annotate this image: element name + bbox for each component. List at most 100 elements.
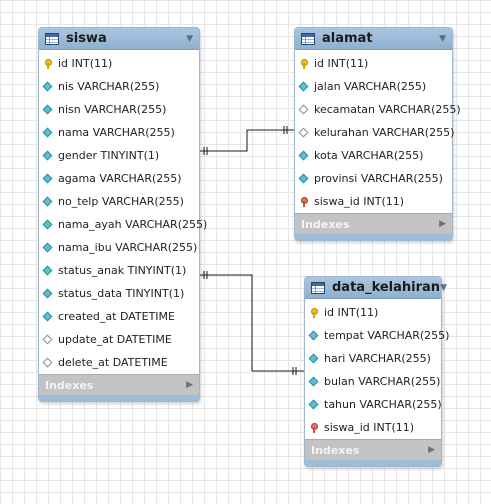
column-row[interactable]: id INT(11) bbox=[295, 52, 452, 75]
column-list: id INT(11) nis VARCHAR(255) nisn VARCHAR(2… bbox=[39, 50, 207, 374]
column-row[interactable]: update_at DATETIME bbox=[39, 328, 199, 351]
column-list: id INT(11) jalan VARCHAR(255) kecamatan VA… bbox=[295, 50, 461, 213]
column-row[interactable]: delete_at DATETIME bbox=[39, 351, 199, 374]
foreign-key-icon bbox=[299, 197, 308, 207]
table-header[interactable]: data_kelahiran ▼ bbox=[305, 277, 447, 299]
column-row[interactable]: no_telp VARCHAR(255) bbox=[39, 190, 199, 213]
collapse-chevron-icon[interactable]: ▼ bbox=[439, 33, 446, 44]
column-label: kota VARCHAR(255) bbox=[314, 149, 424, 162]
filled-diamond-icon bbox=[308, 399, 319, 410]
filled-diamond-icon bbox=[42, 196, 53, 207]
column-label: id INT(11) bbox=[58, 57, 113, 70]
empty-diamond-icon bbox=[42, 334, 53, 345]
column-label: siswa_id INT(11) bbox=[314, 195, 405, 208]
column-row[interactable]: siswa_id INT(11) bbox=[295, 190, 452, 213]
filled-diamond-icon bbox=[298, 150, 309, 161]
table-header[interactable]: siswa ▼ bbox=[39, 28, 199, 50]
table-siswa[interactable]: siswa ▼ id INT(11) nis VARCHAR(255) nisn V… bbox=[38, 27, 207, 402]
expand-arrow-icon[interactable]: ▶ bbox=[439, 219, 446, 229]
column-row[interactable]: id INT(11) bbox=[39, 52, 199, 75]
column-row[interactable]: id INT(11) bbox=[305, 301, 441, 324]
filled-diamond-icon bbox=[42, 242, 53, 253]
relationship-siswa-data-kelahiran[interactable] bbox=[199, 271, 304, 375]
column-label: hari VARCHAR(255) bbox=[324, 352, 431, 365]
column-label: jalan VARCHAR(255) bbox=[314, 80, 427, 93]
column-label: tahun VARCHAR(255) bbox=[324, 398, 442, 411]
column-label: nama VARCHAR(255) bbox=[58, 126, 175, 139]
indexes-section[interactable]: Indexes ▶ bbox=[39, 374, 199, 395]
table-data-kelahiran[interactable]: data_kelahiran ▼ id INT(11) tempat VARCHA… bbox=[304, 276, 449, 467]
filled-diamond-icon bbox=[42, 219, 53, 230]
relationship-siswa-alamat[interactable] bbox=[199, 126, 295, 155]
column-row[interactable]: agama VARCHAR(255) bbox=[39, 167, 199, 190]
column-row[interactable]: tahun VARCHAR(255) bbox=[305, 393, 442, 416]
filled-diamond-icon bbox=[298, 173, 309, 184]
column-row[interactable]: nama_ibu VARCHAR(255) bbox=[39, 236, 199, 259]
column-label: status_anak TINYINT(1) bbox=[58, 264, 187, 277]
filled-diamond-icon bbox=[42, 265, 53, 276]
column-label: id INT(11) bbox=[324, 306, 379, 319]
filled-diamond-icon bbox=[42, 173, 53, 184]
column-row[interactable]: jalan VARCHAR(255) bbox=[295, 75, 452, 98]
collapse-chevron-icon[interactable]: ▼ bbox=[440, 282, 447, 293]
table-footer bbox=[305, 460, 441, 466]
column-label: nis VARCHAR(255) bbox=[58, 80, 160, 93]
column-row[interactable]: siswa_id INT(11) bbox=[305, 416, 441, 439]
column-row[interactable]: provinsi VARCHAR(255) bbox=[295, 167, 452, 190]
expand-arrow-icon[interactable]: ▶ bbox=[186, 380, 193, 390]
column-row[interactable]: kelurahan VARCHAR(255) bbox=[295, 121, 454, 144]
filled-diamond-icon bbox=[308, 376, 319, 387]
table-title: alamat bbox=[322, 31, 373, 46]
column-row[interactable]: hari VARCHAR(255) bbox=[305, 347, 441, 370]
empty-diamond-icon bbox=[42, 357, 53, 368]
column-label: bulan VARCHAR(255) bbox=[324, 375, 441, 388]
indexes-label: Indexes bbox=[311, 443, 360, 457]
filled-diamond-icon bbox=[308, 353, 319, 364]
key-icon bbox=[309, 308, 318, 318]
column-row[interactable]: nama_ayah VARCHAR(255) bbox=[39, 213, 207, 236]
column-row[interactable]: nis VARCHAR(255) bbox=[39, 75, 199, 98]
indexes-section[interactable]: Indexes ▶ bbox=[295, 213, 452, 234]
table-icon bbox=[45, 32, 59, 45]
column-label: gender TINYINT(1) bbox=[58, 149, 160, 162]
key-icon bbox=[299, 59, 308, 69]
table-footer bbox=[39, 395, 199, 401]
column-label: nama_ayah VARCHAR(255) bbox=[58, 218, 208, 231]
column-label: update_at DATETIME bbox=[58, 333, 172, 346]
column-row[interactable]: nama VARCHAR(255) bbox=[39, 121, 199, 144]
filled-diamond-icon bbox=[42, 104, 53, 115]
column-row[interactable]: kecamatan VARCHAR(255) bbox=[295, 98, 461, 121]
table-title: siswa bbox=[66, 31, 107, 46]
column-row[interactable]: tempat VARCHAR(255) bbox=[305, 324, 449, 347]
filled-diamond-icon bbox=[308, 330, 319, 341]
filled-diamond-icon bbox=[298, 81, 309, 92]
indexes-section[interactable]: Indexes ▶ bbox=[305, 439, 441, 460]
indexes-label: Indexes bbox=[301, 217, 350, 231]
collapse-chevron-icon[interactable]: ▼ bbox=[186, 33, 193, 44]
column-row[interactable]: gender TINYINT(1) bbox=[39, 144, 199, 167]
column-row[interactable]: created_at DATETIME bbox=[39, 305, 199, 328]
foreign-key-icon bbox=[309, 423, 318, 433]
column-row[interactable]: nisn VARCHAR(255) bbox=[39, 98, 199, 121]
column-label: no_telp VARCHAR(255) bbox=[58, 195, 184, 208]
table-icon bbox=[311, 281, 325, 294]
expand-arrow-icon[interactable]: ▶ bbox=[428, 445, 435, 455]
column-label: nisn VARCHAR(255) bbox=[58, 103, 167, 116]
filled-diamond-icon bbox=[42, 288, 53, 299]
column-row[interactable]: status_anak TINYINT(1) bbox=[39, 259, 199, 282]
table-alamat[interactable]: alamat ▼ id INT(11) jalan VARCHAR(255) kec… bbox=[294, 27, 461, 241]
column-label: nama_ibu VARCHAR(255) bbox=[58, 241, 198, 254]
key-icon bbox=[43, 59, 52, 69]
table-footer bbox=[295, 234, 452, 240]
table-header[interactable]: alamat ▼ bbox=[295, 28, 452, 50]
column-row[interactable]: status_data TINYINT(1) bbox=[39, 282, 199, 305]
column-label: created_at DATETIME bbox=[58, 310, 175, 323]
filled-diamond-icon bbox=[42, 81, 53, 92]
column-row[interactable]: kota VARCHAR(255) bbox=[295, 144, 452, 167]
column-label: id INT(11) bbox=[314, 57, 369, 70]
column-row[interactable]: bulan VARCHAR(255) bbox=[305, 370, 441, 393]
column-label: tempat VARCHAR(255) bbox=[324, 329, 450, 342]
column-label: siswa_id INT(11) bbox=[324, 421, 415, 434]
column-label: agama VARCHAR(255) bbox=[58, 172, 182, 185]
